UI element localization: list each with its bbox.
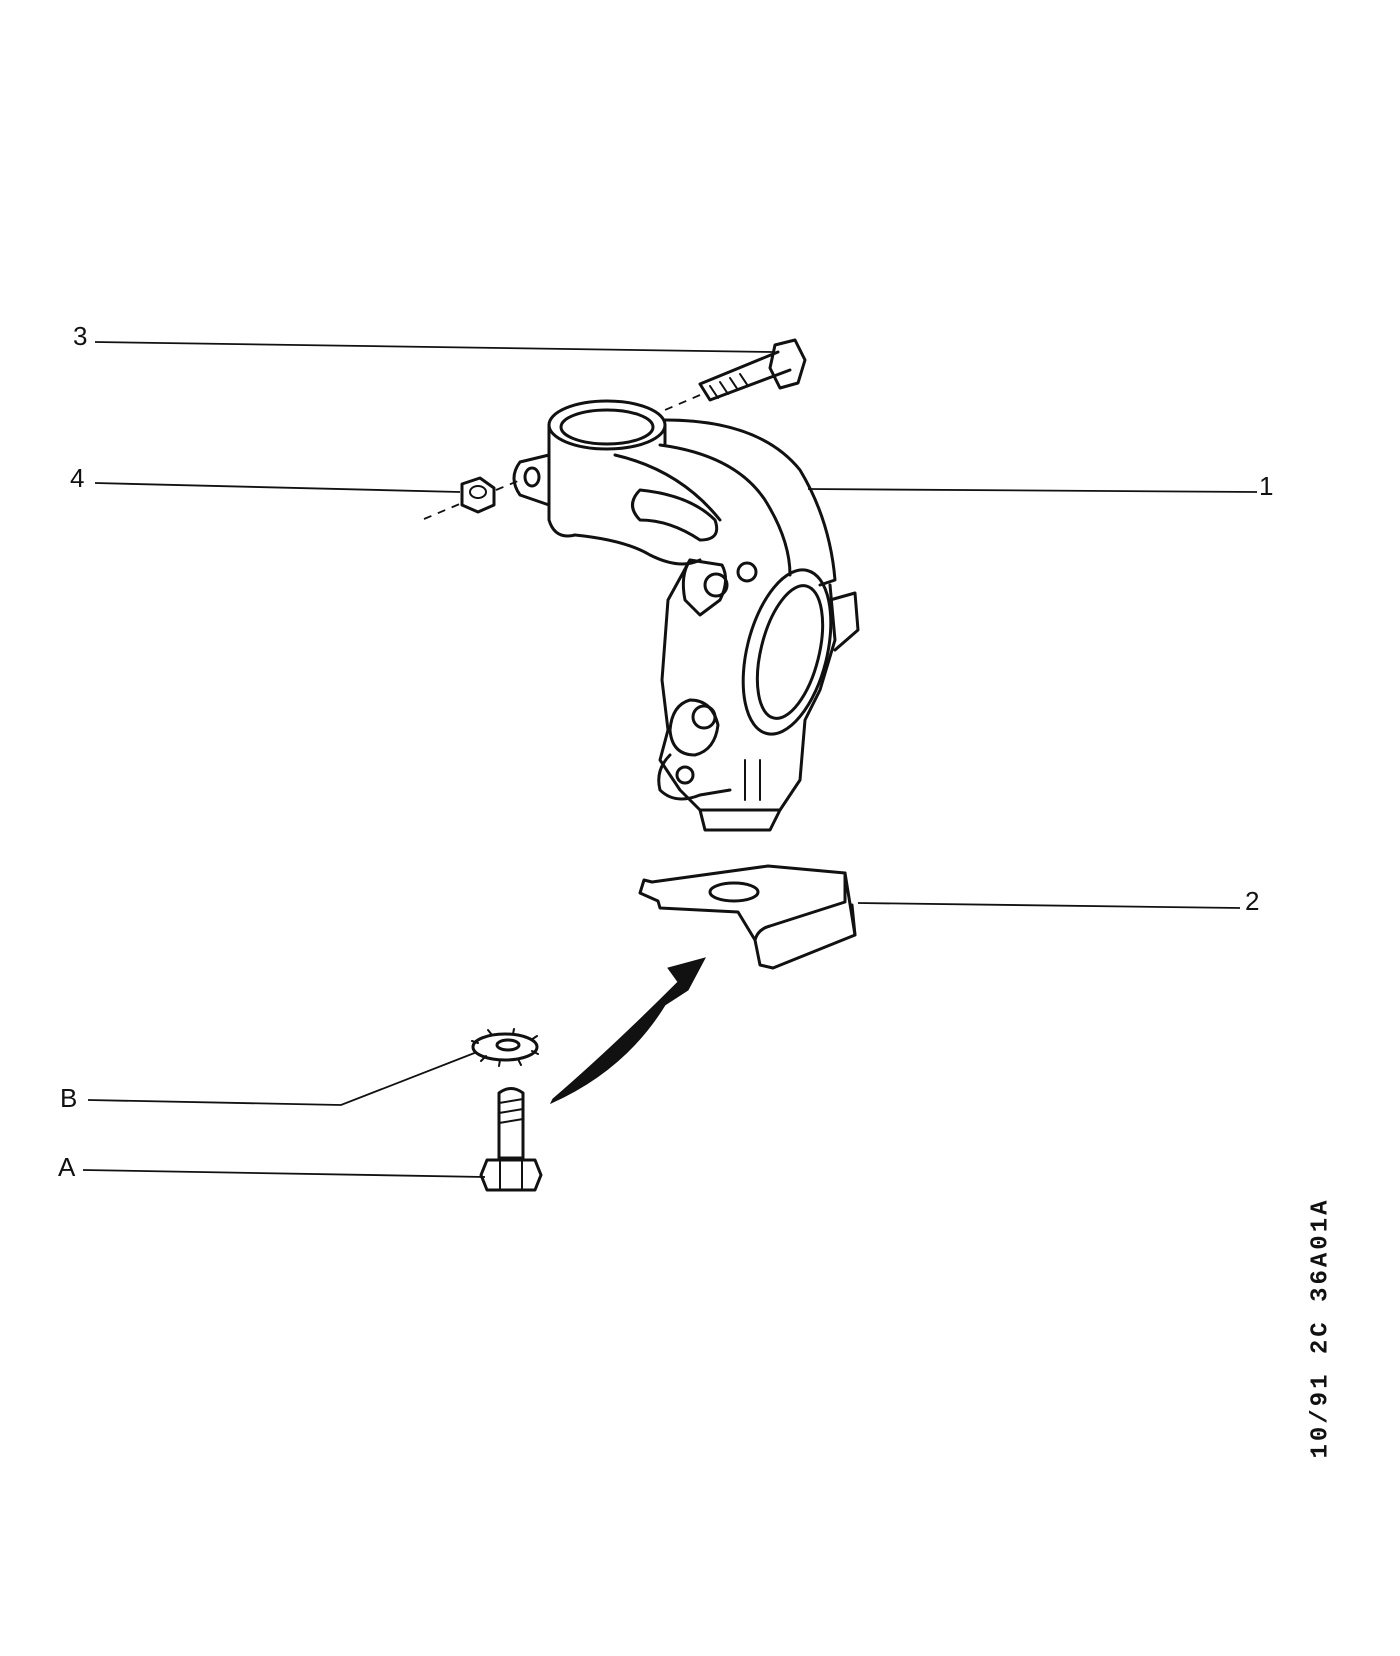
steering-knuckle (512, 399, 860, 832)
leader-line-4 (94, 482, 461, 493)
assembly-arrow (549, 957, 706, 1105)
leader-line-2 (857, 902, 1241, 909)
callout-1: 1 (1259, 471, 1273, 501)
callout-a: A (58, 1152, 76, 1182)
drawing-reference-code: 10/91 2C 36A01A (1307, 1197, 1335, 1459)
callout-2: 2 (1245, 886, 1259, 916)
nut-axis-line (423, 480, 519, 520)
hex-screw (479, 1087, 543, 1192)
callout-3: 3 (73, 321, 87, 351)
serrated-washer (471, 1028, 539, 1067)
leader-line-b (87, 1051, 478, 1106)
callout-4: 4 (70, 463, 84, 493)
leader-line-1 (807, 488, 1258, 493)
callout-b: B (60, 1083, 77, 1113)
leader-line-3 (94, 341, 774, 353)
leader-line-a (82, 1169, 486, 1178)
nut (460, 476, 496, 514)
clamp-bolt (698, 338, 807, 402)
bolt-axis-line (664, 394, 701, 411)
mounting-bracket (638, 864, 857, 970)
